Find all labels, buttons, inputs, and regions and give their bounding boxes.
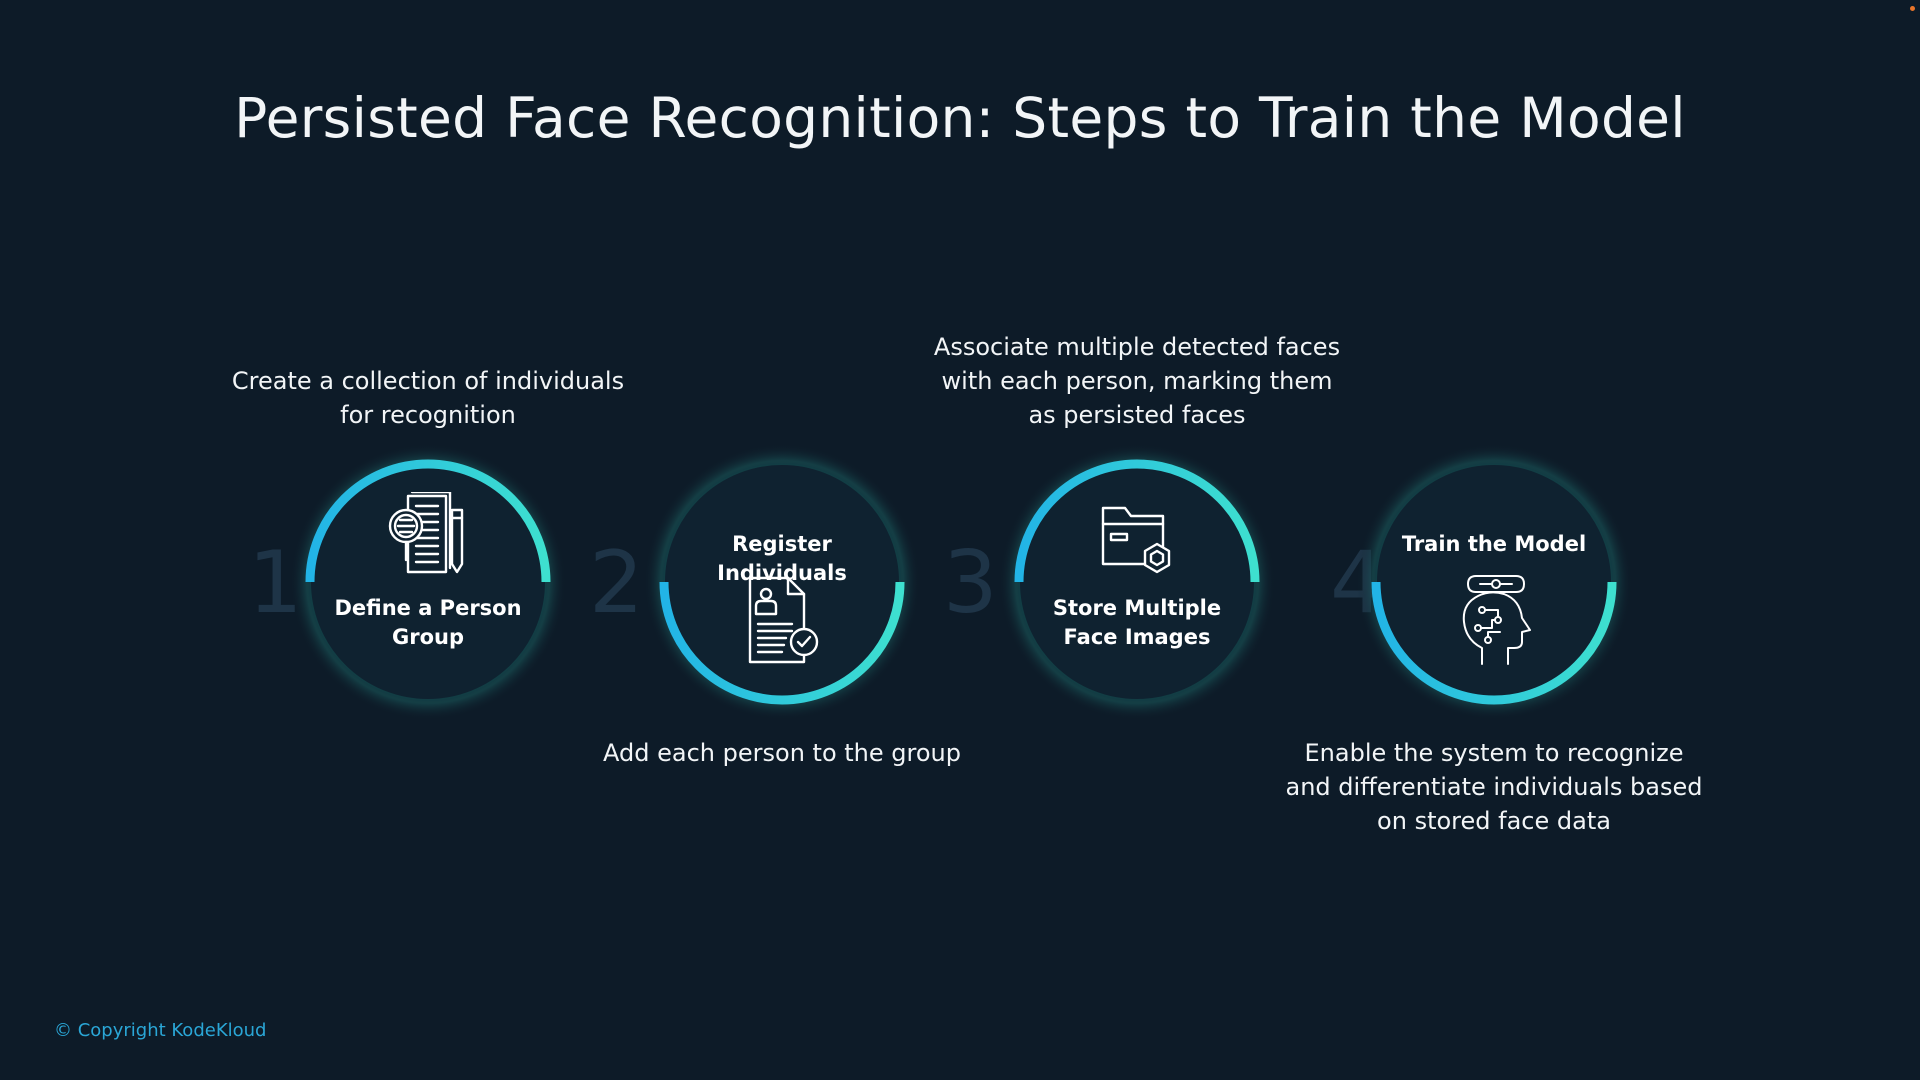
step-4-label: Train the Model bbox=[1401, 532, 1587, 556]
step-1-label: Define a Person Group bbox=[334, 596, 522, 649]
step-2-label: Register Individuals bbox=[717, 532, 847, 585]
step-4-description: Enable the system to recognize and diffe… bbox=[1285, 739, 1703, 835]
step-1-ring bbox=[290, 444, 566, 720]
step-3-number: 3 bbox=[943, 533, 998, 633]
document-magnifier-pencil-icon bbox=[388, 492, 464, 574]
step-3-description: Associate multiple detected faces with e… bbox=[933, 333, 1341, 429]
step-2-description: Add each person to the group bbox=[603, 739, 961, 767]
step-1-circle: Define a Person Group bbox=[288, 442, 568, 722]
person-document-check-icon bbox=[748, 576, 819, 664]
step-2-number: 2 bbox=[589, 533, 644, 633]
step-4-circle: Train the Model bbox=[1354, 442, 1634, 722]
corner-dot bbox=[1910, 6, 1915, 11]
copyright-notice: © Copyright KodeKloud bbox=[54, 1020, 267, 1041]
step-3-circle: Store Multiple Face Images bbox=[997, 442, 1277, 722]
step-2-ring bbox=[644, 444, 920, 720]
step-1-description: Create a collection of individuals for r… bbox=[231, 367, 625, 429]
ai-head-circuit-icon bbox=[1462, 575, 1531, 665]
page-title: Persisted Face Recognition: Steps to Tra… bbox=[234, 86, 1686, 150]
step-3-label: Store Multiple Face Images bbox=[1052, 596, 1222, 649]
step-4-ring bbox=[1356, 444, 1632, 720]
folder-hexagon-icon bbox=[1101, 506, 1171, 574]
step-2-circle: Register Individuals bbox=[642, 442, 922, 722]
step-3-ring bbox=[999, 444, 1275, 720]
